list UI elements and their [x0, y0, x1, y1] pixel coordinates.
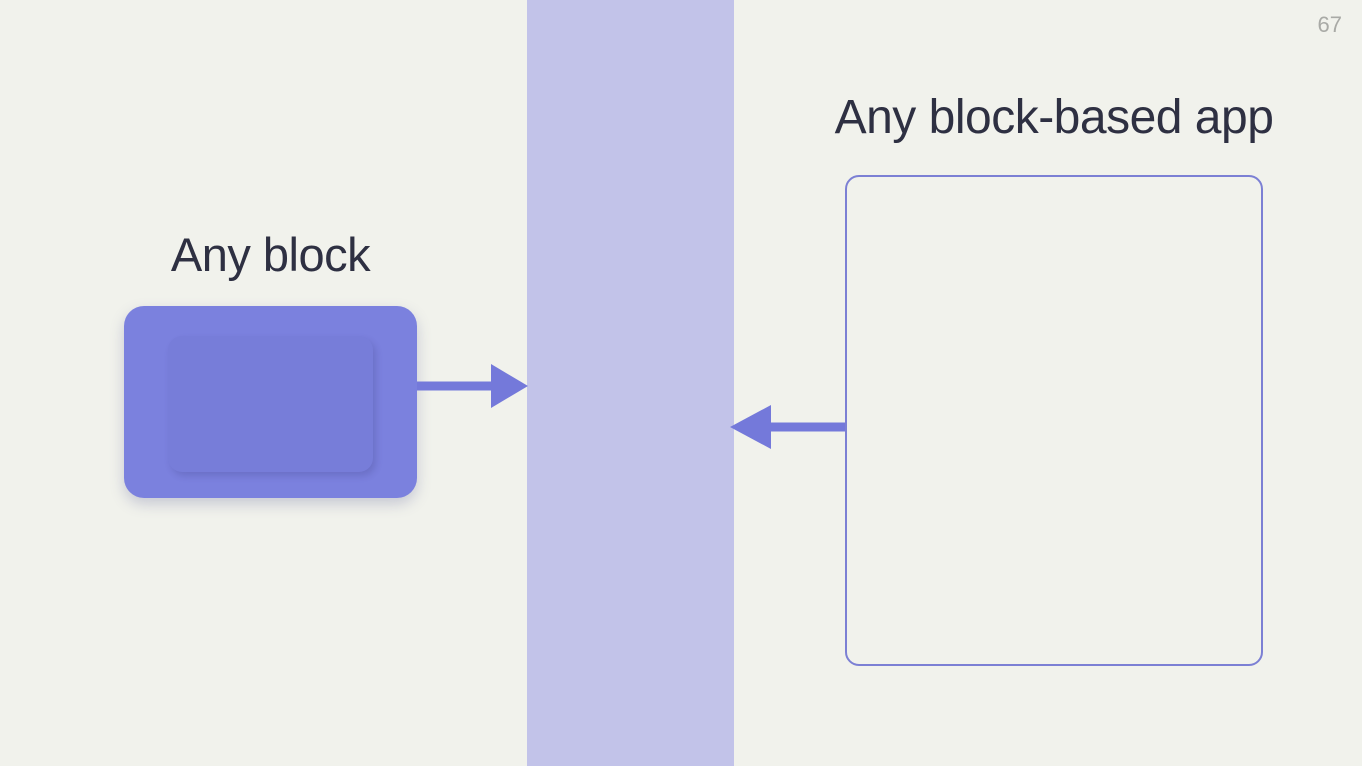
arrow-left-icon: [730, 404, 845, 450]
arrow-right-icon: [417, 363, 528, 409]
any-block-inner-shape: [168, 336, 373, 472]
app-frame: [845, 175, 1263, 666]
any-block-label: Any block: [170, 228, 371, 281]
any-block-shape: [124, 306, 417, 498]
connector-band: [527, 0, 734, 766]
block-based-app-label: Any block-based app: [834, 91, 1274, 144]
page-number: 67: [1317, 12, 1342, 37]
